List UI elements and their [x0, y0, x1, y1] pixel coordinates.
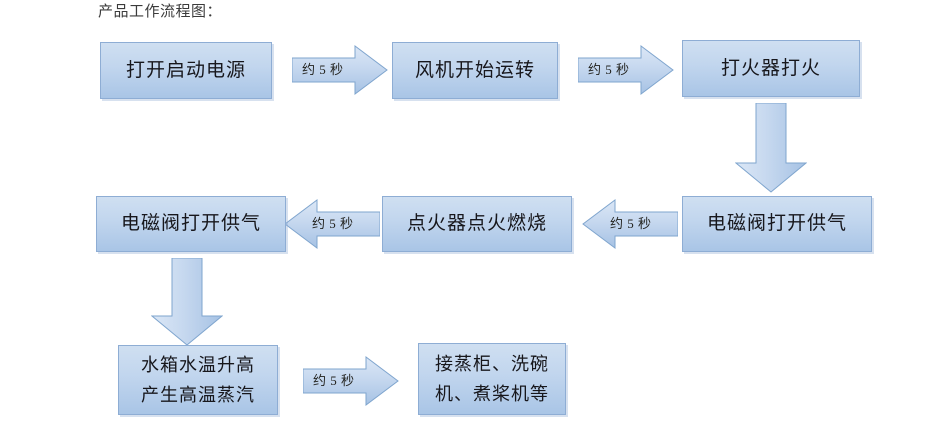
arrow-right-icon	[303, 356, 399, 406]
flow-arrow-label: 约 5 秒	[313, 373, 355, 388]
flow-node-fan-start[interactable]: 风机开始运转	[392, 42, 558, 99]
page-title: 产品工作流程图：	[98, 4, 223, 20]
flow-node-label: 电磁阀打开供气	[120, 213, 261, 234]
flow-node-label: 水箱水温升高 产生高温蒸汽	[141, 355, 255, 405]
flow-node-ignition-burn[interactable]: 点火器点火燃烧	[382, 196, 572, 252]
arrow-down-icon	[151, 258, 223, 346]
arrow-right-icon	[292, 45, 388, 95]
flow-arrow-left-2: 约 5 秒	[284, 199, 380, 249]
flow-arrow-label: 约 5 秒	[588, 62, 630, 77]
arrow-left-icon	[582, 199, 678, 249]
flow-arrow-right-3: 约 5 秒	[303, 356, 399, 406]
arrow-right-icon	[578, 45, 674, 95]
flow-arrow-label: 约 5 秒	[610, 216, 652, 231]
flow-node-label: 打火器打火	[720, 57, 821, 79]
flow-node-igniter-fire[interactable]: 打火器打火	[682, 40, 860, 97]
flow-node-downstream-equipment[interactable]: 接蒸柜、洗碗 机、煮桨机等	[418, 343, 566, 415]
flow-arrow-right-2: 约 5 秒	[578, 45, 674, 95]
flow-node-label: 电磁阀打开供气	[706, 213, 847, 234]
flow-arrow-label: 约 5 秒	[312, 216, 354, 231]
flow-node-solenoid-gas-left[interactable]: 电磁阀打开供气	[96, 196, 286, 252]
flow-arrow-down-1	[735, 103, 807, 193]
flow-node-label: 风机开始运转	[414, 59, 535, 81]
arrow-down-icon	[735, 103, 807, 193]
flow-arrow-right-1: 约 5 秒	[292, 45, 388, 95]
flow-node-label: 点火器点火燃烧	[406, 213, 547, 234]
arrow-left-icon	[284, 199, 380, 249]
flow-node-tank-steam[interactable]: 水箱水温升高 产生高温蒸汽	[118, 345, 278, 415]
flow-arrow-left-1: 约 5 秒	[582, 199, 678, 249]
flow-arrow-down-2	[151, 258, 223, 346]
flow-node-label: 接蒸柜、洗碗 机、煮桨机等	[435, 354, 549, 404]
flow-node-solenoid-gas-right[interactable]: 电磁阀打开供气	[682, 196, 872, 252]
flow-node-label: 打开启动电源	[125, 59, 246, 81]
flow-node-open-power[interactable]: 打开启动电源	[100, 42, 272, 99]
flow-arrow-label: 约 5 秒	[302, 62, 344, 77]
